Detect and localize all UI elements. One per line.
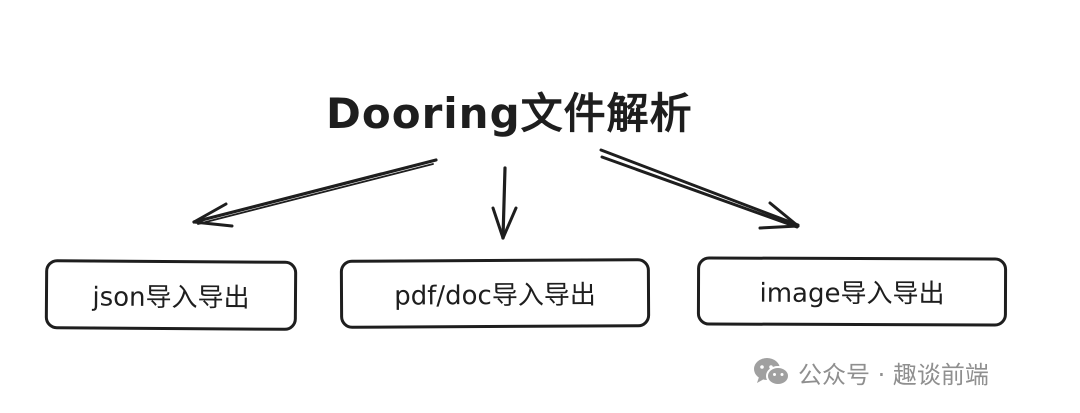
node-pdf-doc-label: pdf/doc导入导出 [394,280,596,312]
arrow-to-json [192,158,438,228]
arrow-to-image [599,148,800,230]
arrow-to-pdf [491,166,518,240]
node-image-label: image导入导出 [759,278,945,310]
node-json-label: json导入导出 [92,281,250,314]
wechat-icon [754,358,790,386]
node-image: image导入导出 [696,256,1008,327]
watermark: 公众号 · 趣谈前端 [752,352,989,392]
node-json: json导入导出 [44,259,298,331]
node-pdf-doc: pdf/doc导入导出 [339,258,651,329]
root-node-title: Dooring文件解析 [326,89,693,138]
watermark-text: 公众号 · 趣谈前端 [798,360,989,389]
